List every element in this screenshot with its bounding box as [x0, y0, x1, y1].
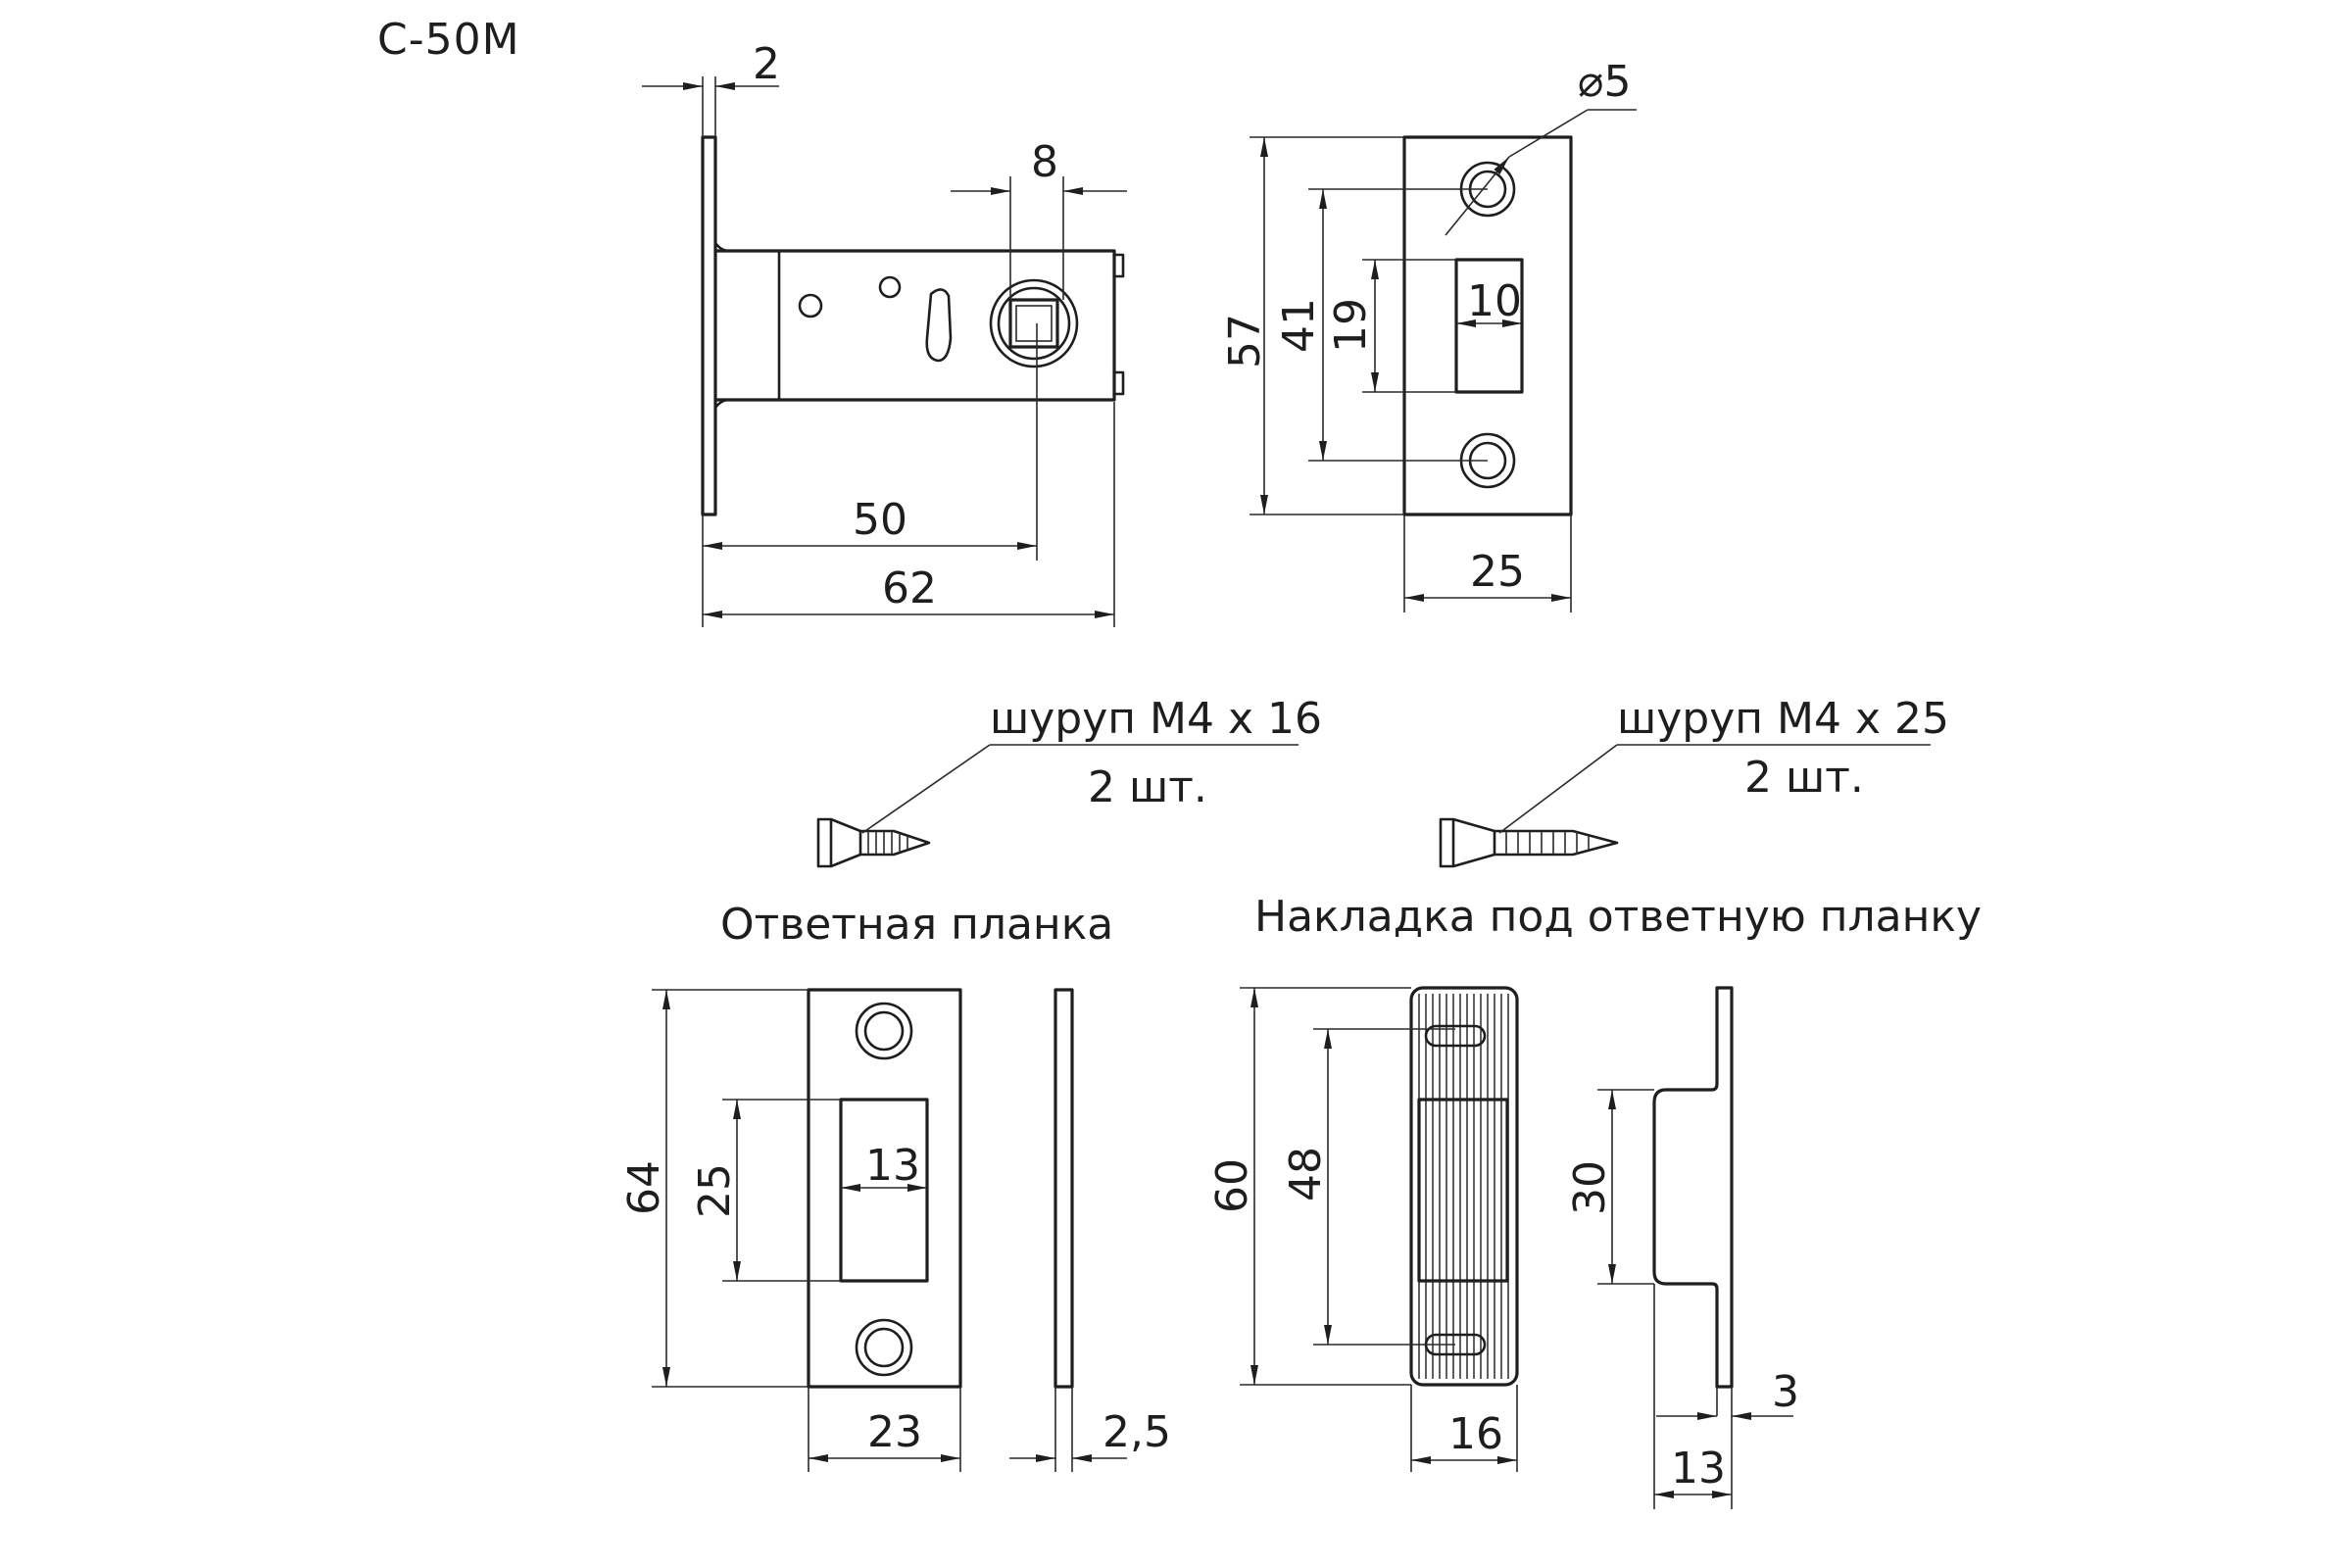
strike-cover-hatch: [1418, 994, 1509, 1379]
screw-2-shank: [1494, 829, 1619, 857]
latch-slot: [925, 288, 953, 363]
screw-1-shank: [860, 829, 931, 857]
dim-striker-width: 23: [867, 1407, 922, 1457]
striker-hole-bottom: [855, 1318, 913, 1377]
screw-2-head: [1439, 817, 1496, 868]
screw-1: шуруп М4 х 16 2 шт.: [816, 694, 1322, 868]
latch-faceplate: [701, 135, 717, 516]
dim-striker-opening-height: 25: [690, 1163, 740, 1218]
latch-front-view: ⌀5 57 41 19 10 25: [1220, 57, 1637, 612]
screw-2: шуруп М4 х 25 2 шт.: [1439, 694, 1949, 868]
latch-side-view: 2 8 50 62: [642, 39, 1127, 627]
dim-cover-width: 16: [1448, 1409, 1503, 1459]
screw-1-head: [816, 817, 862, 868]
dim-cover-hole-spacing: 48: [1281, 1147, 1331, 1201]
drawing-title: C-50M: [377, 15, 520, 65]
dim-cover-height: 60: [1207, 1158, 1257, 1213]
latch-hole-1: [798, 293, 823, 318]
spindle-square: [1008, 298, 1059, 349]
dim-cover-thickness: 3: [1772, 1367, 1799, 1417]
strike-cover-profile: [1652, 986, 1734, 1389]
striker-plate-side: [1054, 988, 1074, 1389]
dim-hole-spacing: 41: [1274, 298, 1324, 353]
dim-striker-thickness: 2,5: [1102, 1407, 1171, 1457]
screw-1-name: шуруп М4 х 16: [990, 694, 1322, 744]
strike-cover-body: [1409, 986, 1519, 1387]
latch-faceplate-front: [1402, 135, 1573, 516]
dim-striker-opening-width: 13: [865, 1141, 920, 1191]
dim-body-length: 62: [882, 564, 937, 613]
latch-hole-2: [878, 275, 902, 299]
latch-body: [714, 249, 1116, 402]
screw-2-name: шуруп М4 х 25: [1617, 694, 1949, 744]
dim-backset: 50: [853, 495, 907, 545]
striker-plate: 64 25 13 23 2,5: [619, 988, 1171, 1472]
screw-1-qty: 2 шт.: [1088, 762, 1207, 812]
dim-latch-width: 10: [1467, 276, 1522, 326]
dim-spindle-square: 8: [1031, 137, 1058, 187]
strike-cover-label: Накладка под ответную планку: [1254, 892, 1982, 942]
striker-hole-top: [855, 1002, 913, 1060]
screw-2-qty: 2 шт.: [1744, 753, 1864, 803]
dim-hole-diameter: ⌀5: [1578, 57, 1631, 107]
striker-plate-label: Ответная планка: [720, 900, 1113, 950]
dim-face-width: 25: [1470, 547, 1525, 597]
dim-face-height: 57: [1220, 314, 1270, 368]
dim-cover-depth-height: 30: [1565, 1160, 1615, 1215]
striker-plate-body: [807, 988, 962, 1389]
cover-opening: [1417, 1098, 1509, 1283]
dim-latch-height: 19: [1326, 298, 1376, 353]
dim-cover-depth: 13: [1671, 1444, 1726, 1494]
dim-faceplate-thickness: 2: [753, 39, 780, 89]
spindle-ring: [989, 278, 1079, 368]
cover-slot-top: [1424, 1024, 1487, 1048]
dim-striker-height: 64: [619, 1160, 669, 1215]
strike-cover: 60 48 16 30 3 13: [1207, 986, 1799, 1509]
